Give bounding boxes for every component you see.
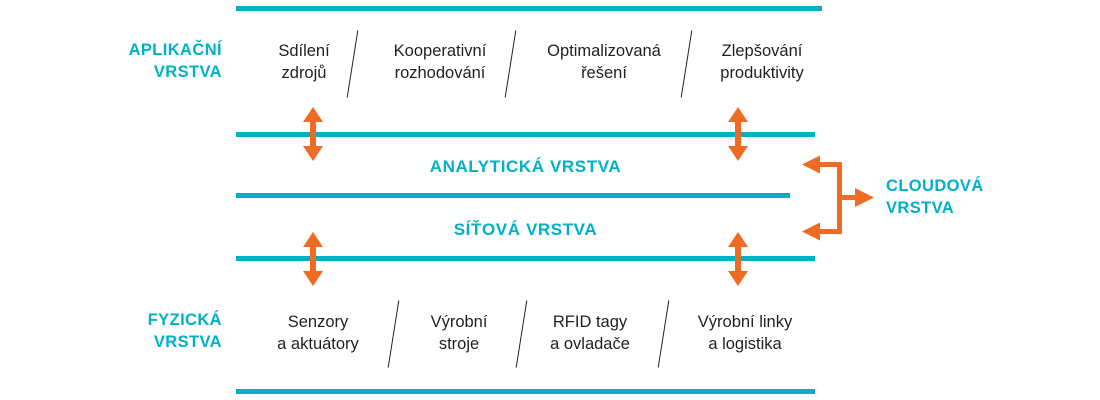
- rule-application-bottom: [236, 132, 815, 137]
- application-item-1-line1: Kooperativní: [393, 42, 487, 60]
- vertical-double-arrow-icon-app-right: [724, 106, 752, 162]
- application-item-0-line2: zdrojů: [281, 64, 327, 83]
- physical-item-0-line2: a aktuátory: [277, 335, 359, 354]
- slash-divider-icon-phys-0: [387, 300, 400, 368]
- cloud-bracket-arrow-icon: [800, 155, 876, 241]
- band-label-analytical-text: ANALYTICKÁ VRSTVA: [429, 157, 622, 176]
- cloud-layer-label-line1: CLOUDOVÁ: [886, 177, 984, 195]
- application-item-3-line2: produktivity: [720, 64, 804, 83]
- physical-item-3: Výrobní linky a logistika: [670, 311, 820, 356]
- side-label-application: APLIKAČNÍ VRSTVA: [60, 40, 222, 84]
- physical-item-2: RFID tagy a ovladače: [528, 311, 652, 356]
- side-label-application-line2: VRSTVA: [153, 62, 222, 81]
- band-label-analytical: ANALYTICKÁ VRSTVA: [236, 156, 815, 178]
- application-item-2-line2: řešení: [581, 64, 627, 83]
- band-label-network: SÍŤOVÁ VRSTVA: [236, 219, 815, 241]
- physical-item-0-line1: Senzory: [287, 313, 349, 331]
- application-item-0-line1: Sdílení: [278, 42, 330, 60]
- cloud-layer-label: CLOUDOVÁ VRSTVA: [886, 176, 1036, 220]
- physical-item-1-line1: Výrobní: [430, 313, 488, 331]
- application-item-1-line2: rozhodování: [394, 64, 486, 83]
- physical-item-0: Senzory a aktuátory: [250, 311, 386, 356]
- rule-top-border: [236, 6, 822, 11]
- side-label-physical-line1: FYZICKÁ: [147, 311, 222, 329]
- slash-divider-icon-phys-2: [657, 300, 670, 368]
- vertical-double-arrow-icon-net-right: [724, 231, 752, 287]
- application-item-2: Optimalizovaná řešení: [518, 40, 690, 85]
- application-item-3: Zlepšování produktivity: [692, 40, 832, 85]
- side-label-application-line1: APLIKAČNÍ: [128, 41, 222, 59]
- rule-network-bottom: [236, 256, 815, 261]
- physical-item-1-line2: stroje: [438, 335, 480, 354]
- physical-item-2-line2: a ovladače: [550, 335, 630, 354]
- vertical-double-arrow-icon-app-left: [299, 106, 327, 162]
- physical-item-2-line1: RFID tagy: [552, 313, 628, 331]
- application-item-0: Sdílení zdrojů: [240, 40, 368, 85]
- vertical-double-arrow-icon-net-left: [299, 231, 327, 287]
- physical-item-3-line2: a logistika: [708, 335, 782, 354]
- physical-item-1: Výrobní stroje: [400, 311, 518, 356]
- cloud-layer-label-line2: VRSTVA: [886, 198, 955, 217]
- side-label-physical-line2: VRSTVA: [153, 332, 222, 351]
- rule-bottom-border: [236, 389, 815, 394]
- application-item-2-line1: Optimalizovaná: [547, 42, 661, 60]
- physical-item-3-line1: Výrobní linky: [697, 313, 793, 331]
- rule-analytical-bottom: [236, 193, 790, 198]
- application-item-3-line1: Zlepšování: [721, 42, 803, 60]
- band-label-network-text: SÍŤOVÁ VRSTVA: [453, 220, 598, 239]
- side-label-physical: FYZICKÁ VRSTVA: [60, 310, 222, 354]
- application-item-1: Kooperativní rozhodování: [360, 40, 520, 85]
